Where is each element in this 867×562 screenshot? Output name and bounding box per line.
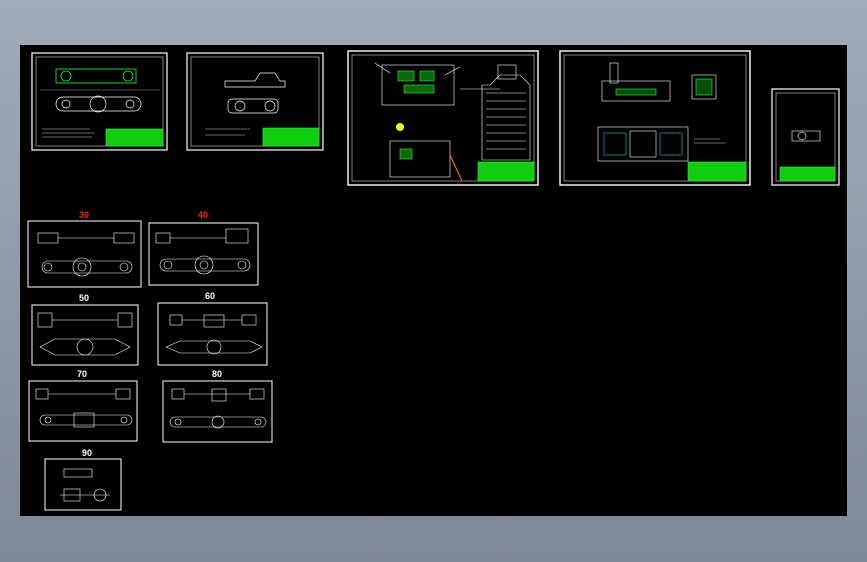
sheet-part-drawing-2[interactable] [186, 52, 324, 151]
op-label-80: 80 [212, 369, 222, 379]
op-label-30: 30 [79, 210, 89, 220]
op-label-40: 40 [198, 210, 208, 220]
op-label-60: 60 [205, 291, 215, 301]
op-sheet-40[interactable]: 40 [148, 210, 259, 286]
op-sheet-60[interactable]: 60 [157, 291, 268, 366]
drawing-area[interactable]: 30 40 50 60 [20, 45, 847, 516]
op-label-50: 50 [79, 293, 89, 303]
sheet-fixture-assembly-1[interactable] [347, 50, 539, 186]
op-label-90: 90 [82, 448, 92, 458]
sheet-part-drawing-1[interactable] [31, 52, 168, 151]
op-label-70: 70 [77, 369, 87, 379]
op-sheet-90[interactable]: 90 [44, 448, 122, 511]
cad-model-space[interactable]: 30 40 50 60 [20, 45, 847, 516]
sheet-detail-small[interactable] [771, 88, 840, 186]
op-sheet-50[interactable]: 50 [31, 293, 139, 366]
sheet-fixture-assembly-2[interactable] [559, 50, 751, 186]
op-sheet-80[interactable]: 80 [162, 369, 273, 443]
op-sheet-70[interactable]: 70 [28, 369, 138, 442]
op-sheet-30[interactable]: 30 [27, 210, 142, 288]
